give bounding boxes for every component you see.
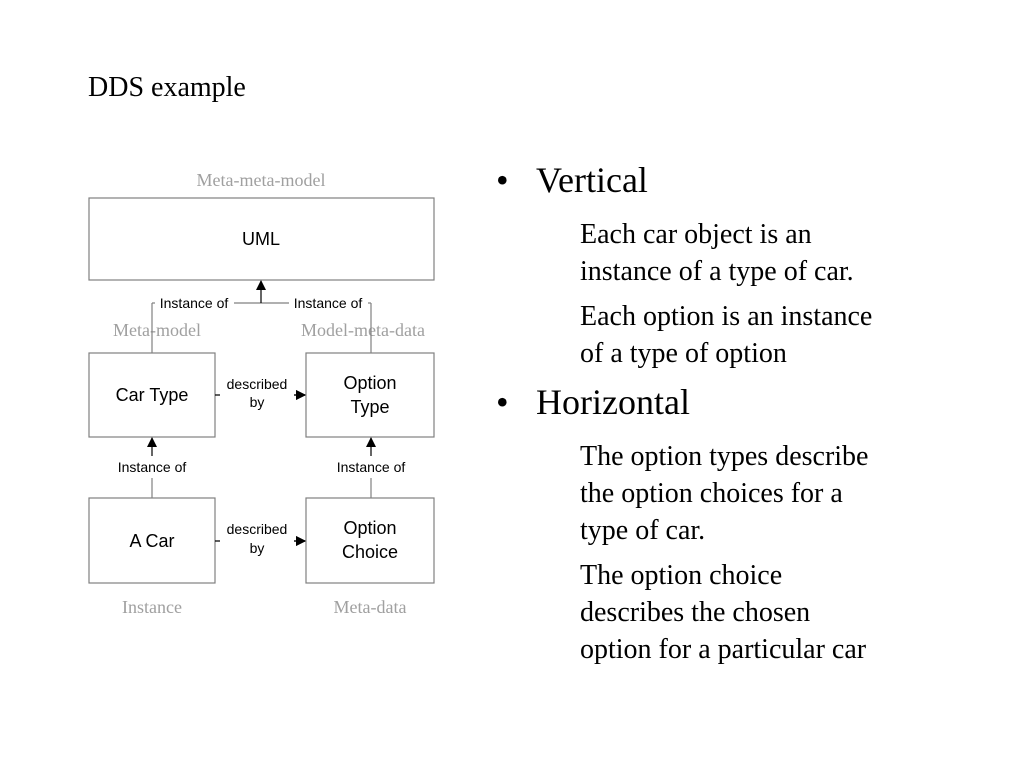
option-choice-box-label-line2: Choice bbox=[342, 542, 398, 562]
described-by-label-lower-line2: by bbox=[250, 540, 265, 556]
text-line: The option choice bbox=[580, 560, 783, 591]
described-by-label-bg-upper bbox=[220, 375, 294, 411]
uml-box-label: UML bbox=[242, 229, 280, 249]
text-line: Each option is an instance bbox=[580, 301, 873, 332]
car-type-box bbox=[88, 352, 216, 438]
text-line: The option types describe bbox=[580, 441, 869, 472]
a-car-box bbox=[88, 497, 216, 584]
described-by-label-upper-line2: by bbox=[250, 394, 265, 410]
sub-paragraph-horizontal-1: The option types describe the option cho… bbox=[580, 438, 966, 549]
described-by-label-lower-line1: described bbox=[227, 521, 288, 537]
sub-paragraph-vertical-1: Each car object is an instance of a type… bbox=[580, 216, 966, 290]
text-line: the option choices for a bbox=[580, 478, 843, 509]
sub-paragraph-horizontal-2: The option choice describes the chosen o… bbox=[580, 557, 966, 668]
bullet-heading-horizontal: Horizontal bbox=[536, 382, 690, 422]
instance-of-label-left: Instance of bbox=[118, 459, 187, 475]
instance-of-label-right: Instance of bbox=[337, 459, 406, 475]
layer-label-meta-model: Meta-model bbox=[113, 320, 201, 340]
described-by-label-bg-lower bbox=[220, 520, 294, 557]
text-line: option for a particular car bbox=[580, 634, 867, 665]
layer-label-instance: Instance bbox=[122, 597, 182, 617]
layer-label-meta-meta-model: Meta-meta-model bbox=[197, 170, 326, 190]
option-type-box-label-line2: Type bbox=[350, 397, 389, 417]
sub-paragraph-vertical-2: Each option is an instance of a type of … bbox=[580, 298, 966, 372]
option-type-box-label-line1: Option bbox=[343, 373, 396, 393]
option-type-box bbox=[305, 352, 435, 438]
bullet-heading-vertical: Vertical bbox=[536, 160, 648, 200]
layer-label-meta-data: Meta-data bbox=[334, 597, 407, 617]
bullet-dot: • bbox=[496, 382, 509, 422]
instance-of-label-top-left: Instance of bbox=[160, 295, 229, 311]
option-choice-box bbox=[305, 497, 435, 584]
text-line: instance of a type of car. bbox=[580, 256, 854, 287]
layer-label-model-meta-data: Model-meta-data bbox=[301, 320, 425, 340]
text-line: of a type of option bbox=[580, 338, 787, 369]
a-car-box-label: A Car bbox=[129, 531, 174, 551]
text-line: Each car object is an bbox=[580, 219, 812, 250]
text-line: describes the chosen bbox=[580, 597, 811, 628]
option-choice-box-label-line1: Option bbox=[343, 518, 396, 538]
slide-title: DDS example bbox=[88, 72, 246, 103]
bullet-vertical: • Vertical bbox=[496, 158, 966, 202]
car-type-box-label: Car Type bbox=[116, 385, 189, 405]
uml-box bbox=[88, 197, 435, 281]
bullet-list: • Vertical Each car object is an instanc… bbox=[496, 158, 966, 668]
instance-of-label-top-right: Instance of bbox=[294, 295, 363, 311]
bullet-dot: • bbox=[496, 160, 509, 200]
text-line: type of car. bbox=[580, 515, 706, 546]
bullet-horizontal: • Horizontal bbox=[496, 380, 966, 424]
described-by-label-upper-line1: described bbox=[227, 376, 288, 392]
